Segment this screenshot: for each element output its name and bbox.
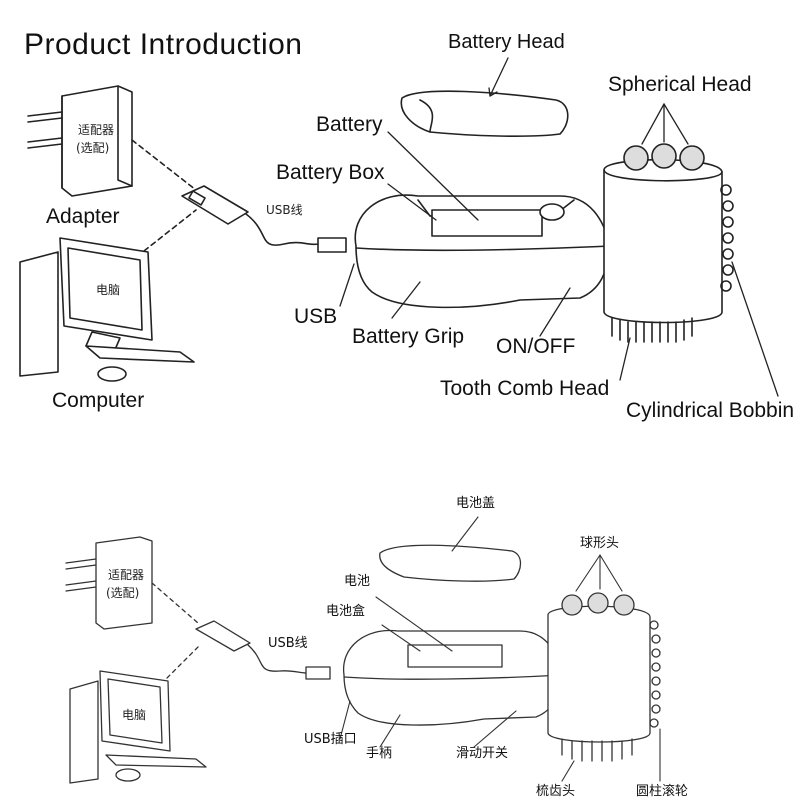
adapter-text-cn-2: (选配) [106, 586, 139, 600]
label-cylindrical-bobbin: Cylindrical Bobbin [626, 399, 795, 422]
label-handle-cn: 手柄 [366, 746, 393, 761]
label-battery-box-cn: 电池盒 [326, 604, 366, 619]
leader-lines-chinese [339, 516, 661, 782]
usb-cable-text: USB线 [266, 203, 303, 217]
label-battery: Battery [316, 113, 383, 136]
adapter-drawing: 适配器 (选配) [27, 85, 133, 197]
product-diagram-chinese: 适配器 (选配) 电脑 [0, 475, 808, 808]
adapter-text-1: 适配器 [78, 123, 114, 137]
product-illustration-english: 适配器 (选配) USB线 电脑 [19, 57, 779, 397]
adapter-text-2: (选配) [76, 141, 109, 155]
label-slide-switch-cn: 滑动开关 [456, 746, 509, 761]
massager-body-drawing-cn [343, 592, 661, 762]
usb-cable-drawing-cn [195, 620, 331, 680]
product-illustration-chinese: 适配器 (选配) 电脑 [65, 516, 661, 784]
adapter-text-cn-1: 适配器 [108, 568, 144, 582]
label-roller-cn: 圆柱滚轮 [636, 784, 689, 799]
label-usb-port-cn: USB插口 [304, 732, 357, 747]
computer-drawing: 电脑 [19, 237, 195, 382]
page-title: Product Introduction [24, 28, 303, 61]
leader-lines-english [339, 57, 779, 397]
label-computer: Computer [52, 389, 145, 412]
label-battery-cover-cn: 电池盖 [456, 496, 496, 511]
label-adapter: Adapter [46, 205, 120, 228]
label-battery-head: Battery Head [448, 31, 565, 53]
label-usb: USB [294, 305, 338, 328]
computer-screen-text: 电脑 [96, 283, 120, 297]
adapter-drawing-cn: 适配器 (选配) [65, 536, 153, 630]
label-battery-box: Battery Box [276, 161, 385, 184]
battery-head-drawing [400, 90, 569, 137]
label-battery-grip: Battery Grip [352, 325, 465, 348]
label-spherical-head-cn: 球形头 [580, 536, 620, 551]
product-diagram-english: 适配器 (选配) USB线 电脑 [19, 28, 795, 422]
computer-drawing-cn: 电脑 [69, 670, 207, 784]
usb-cable-drawing: USB线 [181, 185, 347, 253]
label-on-off: ON/OFF [496, 335, 576, 358]
label-tooth-comb-head: Tooth Comb Head [440, 377, 610, 400]
computer-screen-text-cn: 电脑 [122, 708, 146, 722]
massager-body-drawing [354, 143, 734, 343]
label-spherical-head: Spherical Head [608, 73, 752, 96]
label-usb-cable-cn: USB线 [268, 636, 308, 651]
label-comb-head-cn: 梳齿头 [536, 784, 576, 799]
label-battery-cn: 电池 [344, 574, 371, 589]
